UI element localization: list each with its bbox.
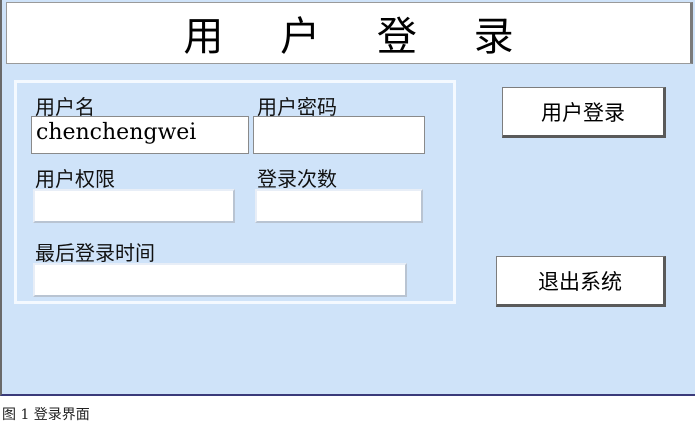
last-login-label: 最后登录时间 [35,241,155,265]
username-label: 用户名 [35,95,95,119]
login-window: 用 户 登 录 用户名 chenchengwei 用户密码 用户权限 登录次数 … [0,0,695,396]
window-title: 用 户 登 录 [183,14,536,60]
username-field[interactable]: chenchengwei [31,116,249,154]
last-login-field[interactable] [33,263,407,297]
login-count-label: 登录次数 [257,167,337,191]
exit-button[interactable]: 退出系统 [496,256,666,307]
figure-caption: 图 1 登录界面 [2,407,90,423]
permission-field[interactable] [33,189,235,223]
login-button[interactable]: 用户登录 [502,87,666,138]
user-info-panel: 用户名 chenchengwei 用户密码 用户权限 登录次数 最后登录时间 [14,80,456,304]
title-bar: 用 户 登 录 [6,2,693,64]
password-label: 用户密码 [257,95,337,119]
permission-label: 用户权限 [35,167,115,191]
password-field[interactable] [253,116,425,154]
login-count-field[interactable] [255,189,423,223]
